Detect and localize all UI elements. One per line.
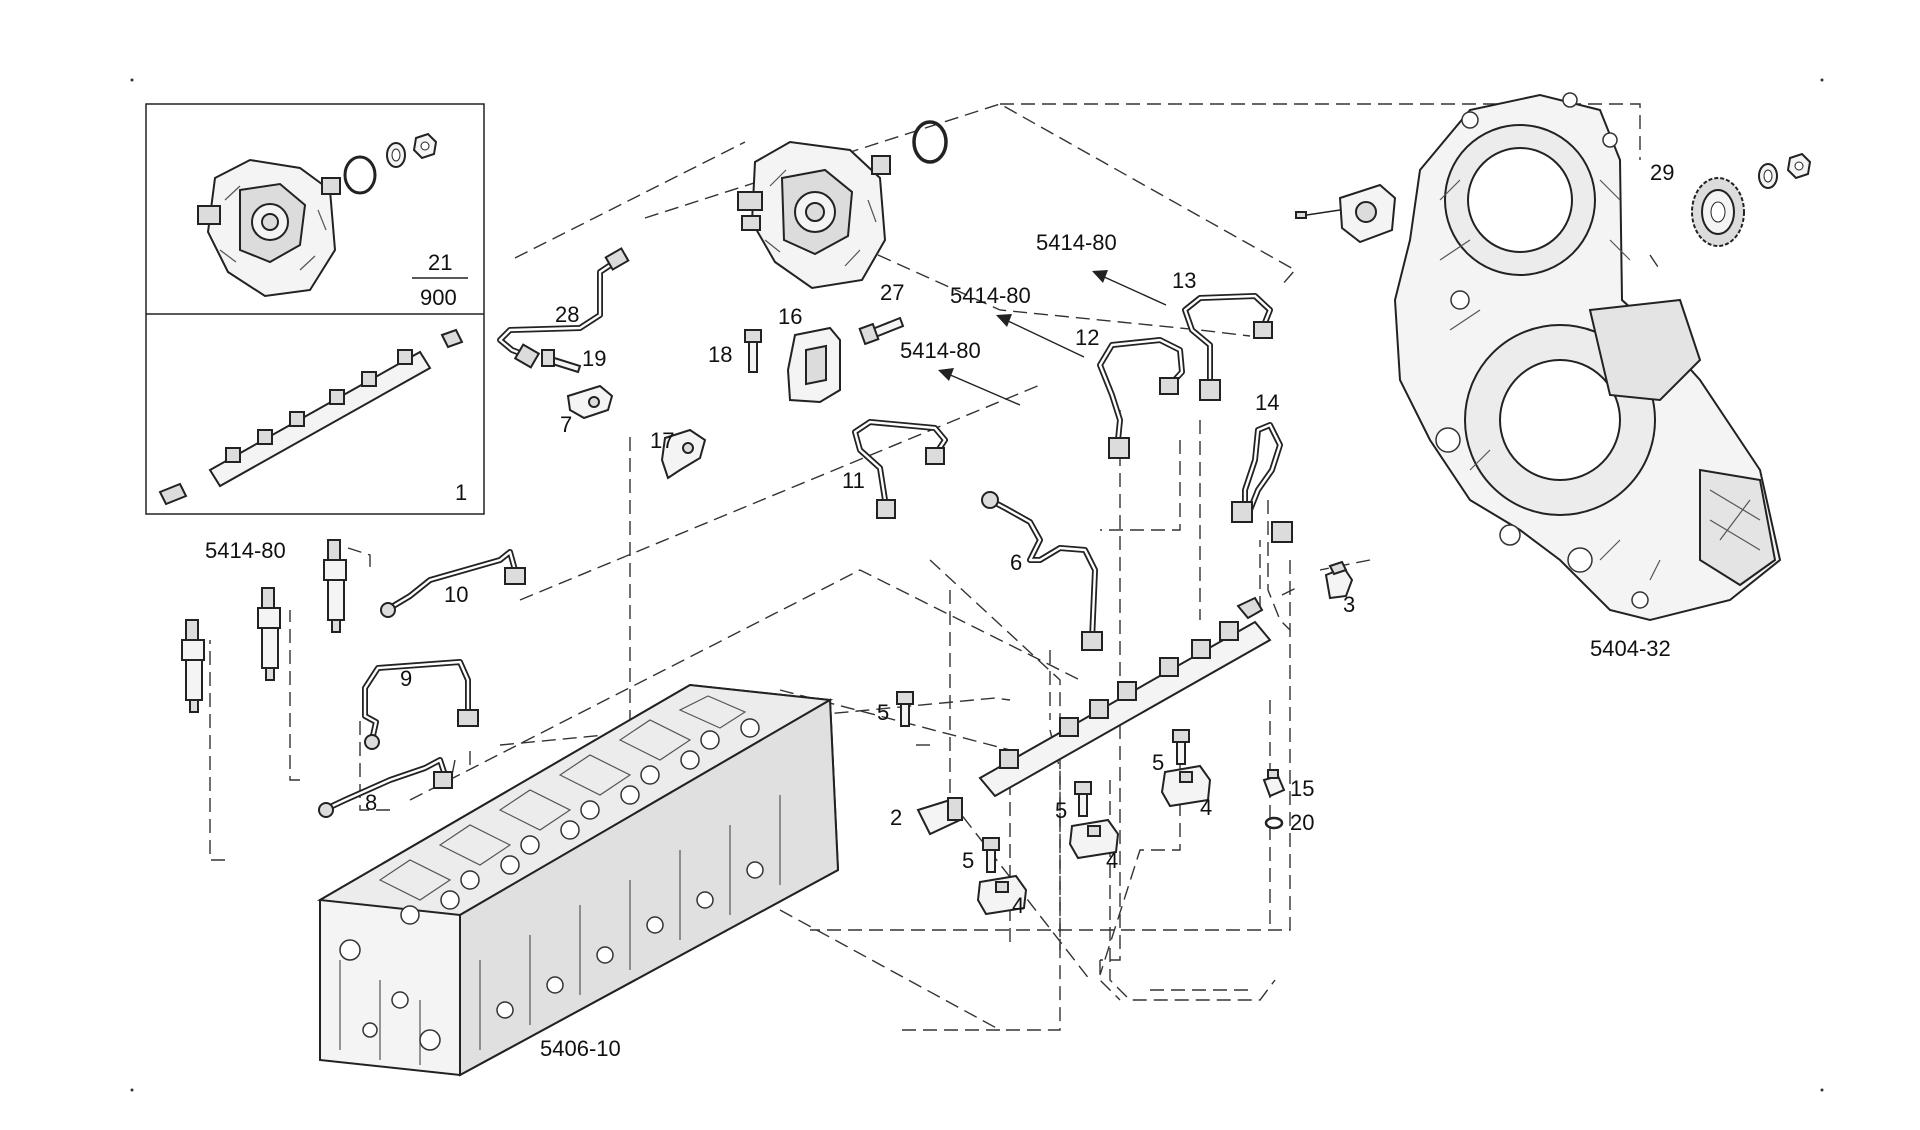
callout-2: 2	[890, 805, 902, 830]
inset-high-pressure-pump	[197, 158, 341, 298]
callout-5-b: 5	[1152, 750, 1164, 775]
clamp-4-c	[976, 874, 1028, 916]
screw-5-c	[1074, 781, 1092, 817]
callout-14: 14	[1255, 390, 1279, 415]
bolt-18	[744, 329, 762, 373]
gear-nut	[1786, 152, 1812, 180]
ref-5414-80-mid: 5414-80	[950, 283, 1031, 308]
fuel-pipe-28	[497, 247, 630, 369]
fitting-15	[1262, 769, 1286, 798]
ref-5414-80-low: 5414-80	[900, 338, 981, 363]
fuel-pipe-13	[1182, 293, 1273, 401]
callout-9: 9	[400, 666, 412, 691]
callout-1: 1	[455, 480, 467, 505]
callout-12: 12	[1075, 325, 1099, 350]
inset-nut	[412, 132, 438, 160]
fuel-pipe-12	[1097, 337, 1185, 459]
clamp-4-b	[1068, 818, 1120, 860]
callout-4-c: 4	[1012, 893, 1024, 918]
callout-20: 20	[1290, 810, 1314, 835]
washer-20	[1264, 816, 1284, 830]
bolt-19	[541, 349, 582, 374]
fuel-pipe-6	[981, 491, 1103, 651]
screw-5-a	[896, 691, 914, 727]
screw-5-b	[1172, 729, 1190, 765]
callout-labels: 1 2 3 4 4 4 5 5 5 5 6 7 8 9 10 11 12 13 …	[365, 160, 1674, 918]
bolt-27	[858, 316, 905, 346]
ref-5404-32: 5404-32	[1590, 636, 1671, 661]
ref-5414-80-top: 5414-80	[1036, 230, 1117, 255]
plug-3	[1324, 560, 1354, 600]
callout-7: 7	[560, 412, 572, 437]
fuel-pipe-11	[852, 419, 948, 519]
callout-5-a: 5	[877, 700, 889, 725]
injector-1	[323, 539, 347, 633]
callout-900: 900	[420, 285, 457, 310]
callout-28: 28	[555, 302, 579, 327]
gear-washer	[1758, 163, 1778, 189]
inset-washer	[386, 142, 406, 168]
callout-16: 16	[778, 304, 802, 329]
injector-3	[181, 619, 205, 713]
group-reference-labels: 5414-80 5414-80 5414-80 5414-80 5404-32 …	[205, 230, 1671, 1061]
callout-4-b: 4	[1106, 848, 1118, 873]
drive-gear-29	[1691, 177, 1745, 247]
callout-18: 18	[708, 342, 732, 367]
callout-17: 17	[650, 428, 674, 453]
inset-fuel-rail	[158, 328, 464, 506]
bracket-16	[786, 326, 841, 404]
timing-gear-cover	[1393, 92, 1782, 622]
callout-8: 8	[365, 790, 377, 815]
fuel-pipe-14	[1231, 422, 1293, 543]
screw-5-d	[982, 837, 1000, 873]
cover-flange-adapter	[1295, 183, 1397, 244]
injector-2	[257, 587, 281, 681]
callout-21: 21	[428, 250, 452, 275]
callout-27: 27	[880, 280, 904, 305]
callout-29: 29	[1650, 160, 1674, 185]
callout-10: 10	[444, 582, 468, 607]
sensor-7	[566, 384, 614, 420]
callout-15: 15	[1290, 776, 1314, 801]
ref-5406-10: 5406-10	[540, 1036, 621, 1061]
reference-arrows	[938, 270, 1167, 406]
pump-o-ring	[912, 120, 948, 164]
fuel-pipe-9	[362, 659, 479, 750]
kit-inset-box	[145, 103, 485, 515]
pressure-relief-valve-2	[916, 797, 963, 836]
callout-5-d: 5	[962, 848, 974, 873]
fuel-rail	[978, 596, 1272, 798]
callout-4-a: 4	[1200, 795, 1212, 820]
fuel-pipe-10	[380, 549, 526, 618]
fuel-pipe-8	[318, 757, 453, 818]
crop-marks	[130, 78, 1824, 1092]
callout-5-c: 5	[1055, 798, 1067, 823]
callout-6: 6	[1010, 550, 1022, 575]
callout-3: 3	[1343, 592, 1355, 617]
ref-5414-80-left: 5414-80	[205, 538, 286, 563]
callout-13: 13	[1172, 268, 1196, 293]
clamp-4-a	[1160, 764, 1212, 808]
callout-11: 11	[842, 468, 865, 493]
callout-19: 19	[582, 346, 606, 371]
cylinder-head	[316, 683, 840, 1077]
high-pressure-pump	[737, 140, 891, 290]
inset-o-ring	[343, 155, 377, 195]
bracket-17	[660, 428, 707, 480]
